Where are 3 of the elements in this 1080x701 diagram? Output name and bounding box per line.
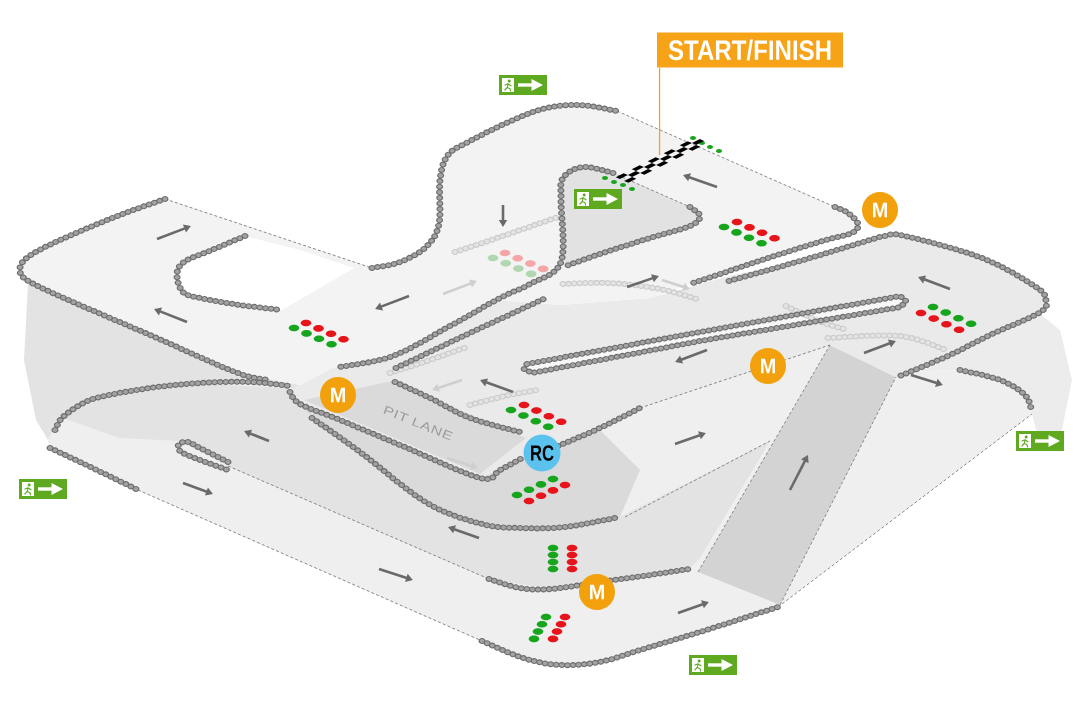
checkered-line (615, 139, 705, 183)
label-box: START/FINISH (657, 32, 843, 68)
leader-line (658, 67, 661, 156)
